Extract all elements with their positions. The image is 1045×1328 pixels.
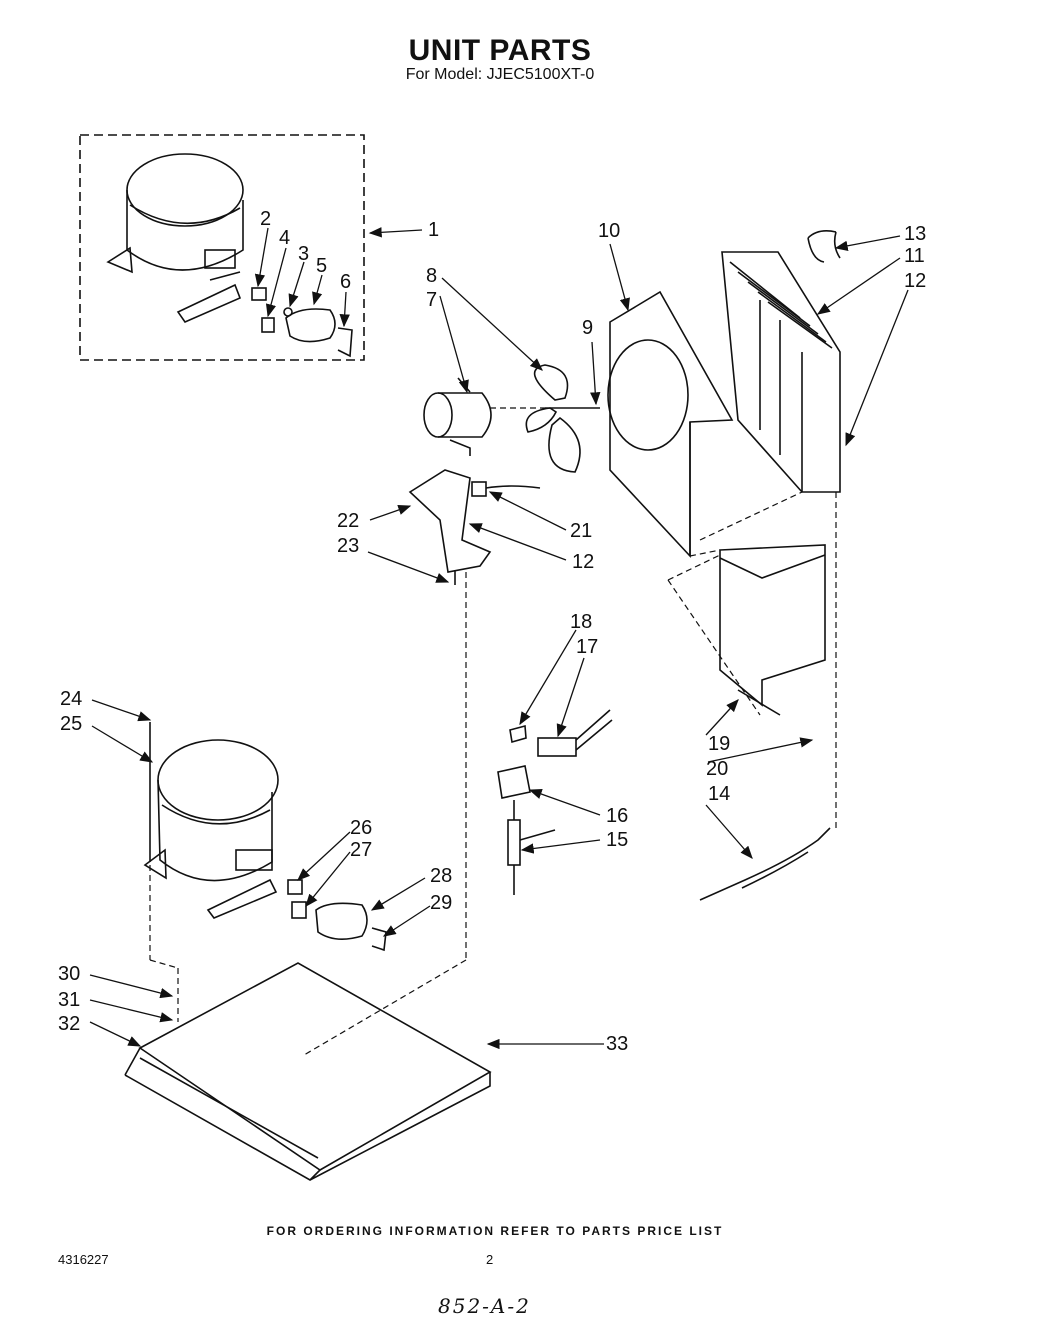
compressor-bottom-drawing	[143, 722, 279, 919]
callout-11: 11	[904, 245, 925, 267]
callout-25: 25	[60, 713, 82, 735]
callout-26: 26	[350, 817, 372, 839]
callout-4: 4	[279, 227, 290, 249]
document-number: 4316227	[58, 1252, 109, 1267]
relay-group-drawing	[497, 709, 613, 895]
callout-27: 27	[350, 839, 372, 861]
base-pan-drawing	[124, 962, 492, 1181]
callout-12-condenser: 12	[904, 270, 926, 292]
callout-19: 19	[708, 733, 730, 755]
callout-7: 7	[426, 289, 437, 311]
callout-23: 23	[337, 535, 359, 557]
ordering-note: FOR ORDERING INFORMATION REFER TO PARTS …	[266, 1224, 724, 1238]
baffle-drawing	[719, 544, 826, 716]
callout-labels: 1 2 3 4 5 6 7 8 9 10 13 11 12 21 22 23 1…	[58, 208, 926, 1055]
fan-shroud-drawing	[607, 290, 734, 559]
fan-motor-drawing	[423, 377, 492, 456]
callout-24: 24	[60, 688, 82, 710]
callout-1: 1	[428, 219, 439, 241]
callout-16: 16	[606, 805, 628, 827]
callout-8: 8	[426, 265, 437, 287]
callout-15: 15	[606, 829, 628, 851]
fan-blade-drawing	[525, 364, 600, 473]
callout-32: 32	[58, 1013, 80, 1035]
callout-31: 31	[58, 989, 80, 1011]
callout-18: 18	[570, 611, 592, 633]
grommet-21	[471, 481, 487, 497]
callout-leaders	[89, 227, 909, 1050]
page-title: UNIT PARTS	[408, 34, 592, 67]
relay-overload-parts-top	[251, 287, 353, 358]
callout-29: 29	[430, 892, 452, 914]
callout-10: 10	[598, 220, 620, 242]
model-subtitle: For Model: JJEC5100XT-0	[405, 66, 595, 83]
callout-3: 3	[298, 243, 309, 265]
callout-13: 13	[904, 223, 926, 245]
drier-drawing	[699, 827, 831, 901]
condenser-drawing	[721, 251, 841, 493]
callout-6: 6	[340, 271, 351, 293]
page-number: 2	[486, 1252, 494, 1267]
callout-2: 2	[260, 208, 271, 230]
callout-14: 14	[708, 783, 730, 805]
motor-bracket-drawing	[408, 469, 492, 585]
callout-20: 20	[706, 758, 728, 780]
callout-9: 9	[582, 317, 593, 339]
callout-17: 17	[576, 636, 598, 658]
callout-5: 5	[316, 255, 327, 277]
compressor-kit-box	[79, 134, 365, 361]
callout-22: 22	[337, 510, 359, 532]
u-tube-13	[807, 230, 841, 263]
relay-overload-parts-bottom	[287, 879, 387, 952]
connector-lines	[149, 407, 837, 1056]
callout-12-bracket: 12	[572, 551, 594, 573]
callout-21: 21	[570, 520, 592, 542]
handwritten-code: 852-A-2	[438, 1294, 531, 1318]
callout-28: 28	[430, 865, 452, 887]
callout-30: 30	[58, 963, 80, 985]
compressor-top-drawing	[106, 153, 244, 323]
callout-33: 33	[606, 1033, 628, 1055]
